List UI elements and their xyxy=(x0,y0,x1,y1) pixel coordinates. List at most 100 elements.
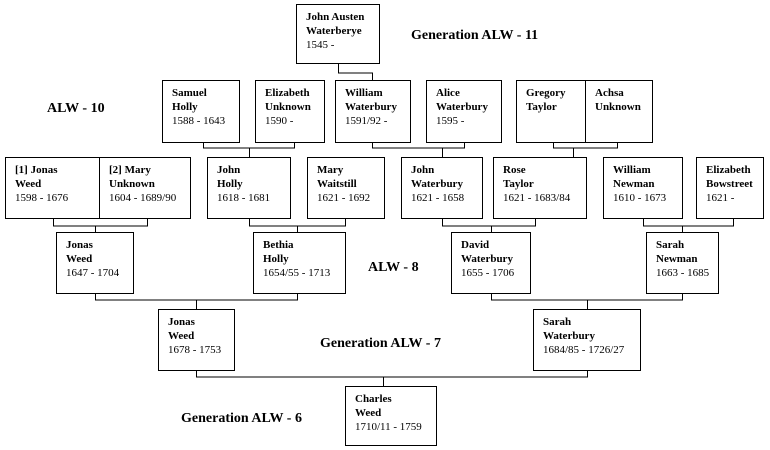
person-box-bethia-holly: Bethia Holly 1654/55 - 1713 xyxy=(253,232,346,294)
person-name-line1: Jonas xyxy=(66,239,93,251)
person-name-line1: Sarah xyxy=(543,316,572,328)
person-name-line1: Rose xyxy=(503,164,526,176)
person-box-elizabeth-unknown: Elizabeth Unknown 1590 - xyxy=(255,80,325,143)
person-name-line2: Waterberye xyxy=(306,25,362,37)
person-name-line2: Bowstreet xyxy=(706,178,753,190)
person-box-william-newman: William Newman 1610 - 1673 xyxy=(603,157,683,219)
person-name-line2: Waterbury xyxy=(461,253,513,265)
person-dates: 1621 - xyxy=(706,192,735,204)
generation-label-7: Generation ALW - 7 xyxy=(320,336,441,351)
person-name-line2: Unknown xyxy=(595,101,641,113)
person-name-line2: Holly xyxy=(217,178,243,190)
person-box-sarah-waterbury: Sarah Waterbury 1684/85 - 1726/27 xyxy=(533,309,641,371)
person-name-line1: John xyxy=(217,164,241,176)
person-box-david-waterbury: David Waterbury 1655 - 1706 xyxy=(451,232,531,294)
person-name-line1: William xyxy=(613,164,651,176)
person-box-william-waterbury: William Waterbury 1591/92 - xyxy=(335,80,411,143)
generation-label-6: Generation ALW - 6 xyxy=(181,411,302,426)
connector-line xyxy=(372,142,465,157)
generation-label-11: Generation ALW - 11 xyxy=(411,28,539,43)
connector-line xyxy=(442,218,536,232)
person-dates: 1678 - 1753 xyxy=(168,344,222,356)
person-dates: 1647 - 1704 xyxy=(66,267,120,279)
connector-line xyxy=(643,218,734,232)
person-name-line2: Waterbury xyxy=(345,101,397,113)
generation-label-10: ALW - 10 xyxy=(47,101,105,116)
person-name-line2: Unknown xyxy=(265,101,311,113)
person-name-line2: Newman xyxy=(613,178,655,190)
person-box-sarah-newman: Sarah Newman 1663 - 1685 xyxy=(646,232,719,294)
person-dates: 1545 - xyxy=(306,39,335,51)
person-box-mary-waitstill: Mary Waitstill 1621 - 1692 xyxy=(307,157,385,219)
person-name-line2: Weed xyxy=(15,178,42,190)
person-dates: 1618 - 1681 xyxy=(217,192,271,204)
person-name-line1: John xyxy=(411,164,435,176)
person-box-john-holly: John Holly 1618 - 1681 xyxy=(207,157,291,219)
person-box-elizabeth-bowstreet: Elizabeth Bowstreet 1621 - xyxy=(696,157,764,219)
person-name-line2: Weed xyxy=(66,253,93,265)
person-name-line1: Samuel xyxy=(172,87,207,99)
person-box-jonas-weed-1678: Jonas Weed 1678 - 1753 xyxy=(158,309,235,371)
person-box-samuel-holly: Samuel Holly 1588 - 1643 xyxy=(162,80,240,143)
person-dates: 1663 - 1685 xyxy=(656,267,710,279)
person-dates: 1590 - xyxy=(265,115,294,127)
generation-label-8: ALW - 8 xyxy=(368,260,419,275)
person-dates: 1654/55 - 1713 xyxy=(263,267,331,279)
person-dates: 1655 - 1706 xyxy=(461,267,515,279)
person-name-line1: Achsa xyxy=(595,87,624,99)
person-box-gregory-taylor: Gregory Taylor xyxy=(516,80,591,143)
person-name-line2: Taylor xyxy=(503,178,534,190)
person-name-line2: Waterbury xyxy=(543,330,595,342)
connector-line xyxy=(249,218,346,232)
person-name-line1: John Austen xyxy=(306,11,365,23)
person-box-jonas-weed-1598: [1] Jonas Weed 1598 - 1676 xyxy=(5,157,102,219)
person-name-line1: Mary xyxy=(317,164,344,176)
connector-line xyxy=(553,142,618,157)
person-name-line1: [1] Jonas xyxy=(15,164,58,176)
person-name-line2: Holly xyxy=(263,253,289,265)
person-name-line1: Gregory xyxy=(526,87,566,99)
connector-line xyxy=(53,218,148,232)
person-name-line2: Waitstill xyxy=(317,178,357,190)
person-box-alice-waterbury: Alice Waterbury 1595 - xyxy=(426,80,502,143)
person-name-line1: William xyxy=(345,87,383,99)
person-name-line1: Alice xyxy=(436,87,460,99)
connector-line xyxy=(196,370,588,386)
connector-line xyxy=(203,142,295,157)
person-box-charles-weed: Charles Weed 1710/11 - 1759 xyxy=(345,386,437,446)
person-name-line2: Unknown xyxy=(109,178,155,190)
person-dates: 1621 - 1692 xyxy=(317,192,371,204)
connector-line xyxy=(491,293,683,309)
person-name-line1: Charles xyxy=(355,393,392,405)
person-name-line1: Elizabeth xyxy=(706,164,751,176)
person-name-line2: Holly xyxy=(172,101,198,113)
person-dates: 1684/85 - 1726/27 xyxy=(543,344,625,356)
person-name-line2: Taylor xyxy=(526,101,557,113)
person-name-line2: Waterbury xyxy=(436,101,488,113)
person-dates: 1621 - 1658 xyxy=(411,192,465,204)
person-dates: 1604 - 1689/90 xyxy=(109,192,177,204)
connector-line xyxy=(338,63,373,80)
person-dates: 1610 - 1673 xyxy=(613,192,667,204)
person-box-john-waterbury: John Waterbury 1621 - 1658 xyxy=(401,157,483,219)
person-dates: 1598 - 1676 xyxy=(15,192,69,204)
person-name-line1: Bethia xyxy=(263,239,294,251)
person-box-mary-unknown: [2] Mary Unknown 1604 - 1689/90 xyxy=(99,157,191,219)
person-box-jonas-weed-1647: Jonas Weed 1647 - 1704 xyxy=(56,232,134,294)
person-box-john-austen-waterberye: John Austen Waterberye 1545 - xyxy=(296,4,380,64)
person-dates: 1588 - 1643 xyxy=(172,115,226,127)
person-box-achsa-unknown: Achsa Unknown xyxy=(585,80,653,143)
person-name-line1: Sarah xyxy=(656,239,685,251)
person-dates: 1595 - xyxy=(436,115,465,127)
person-name-line1: David xyxy=(461,239,490,251)
person-name-line2: Weed xyxy=(168,330,195,342)
person-dates: 1710/11 - 1759 xyxy=(355,421,422,433)
person-name-line2: Waterbury xyxy=(411,178,463,190)
person-name-line1: Jonas xyxy=(168,316,195,328)
person-name-line1: [2] Mary xyxy=(109,164,151,176)
person-dates: 1621 - 1683/84 xyxy=(503,192,571,204)
person-name-line2: Weed xyxy=(355,407,382,419)
person-name-line1: Elizabeth xyxy=(265,87,310,99)
